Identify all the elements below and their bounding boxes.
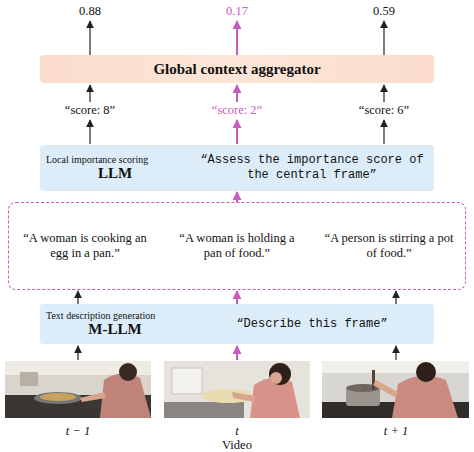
score-text: “score: 2” xyxy=(210,103,264,118)
caption-group: “A woman is cooking an egg in a pan.”“A … xyxy=(8,202,466,290)
aggregator-box: Global context aggregator xyxy=(40,55,434,83)
connector-line xyxy=(395,291,396,304)
score-value: 0.17 xyxy=(224,4,250,19)
connector-line xyxy=(77,291,78,304)
video-frame-3 xyxy=(322,361,469,418)
connector-line xyxy=(236,291,238,304)
prompt-text: “Describe this frame” xyxy=(190,317,434,332)
model-box: Text description generationM-LLM“Describ… xyxy=(40,304,434,344)
score-text: “score: 8” xyxy=(63,103,117,118)
stage-name: Local importance scoring xyxy=(40,154,190,165)
frame-caption: “A woman is cooking an egg in a pan.” xyxy=(9,231,161,261)
frame-index: t − 1 xyxy=(64,424,92,439)
stage-name: Text description generation xyxy=(40,310,190,321)
box-title: Global context aggregator xyxy=(153,61,320,78)
frame-caption: “A person is stirring a pot of food.” xyxy=(313,231,465,261)
model-heading: Text description generationM-LLM xyxy=(40,310,190,338)
model-name: LLM xyxy=(40,165,190,182)
score-value: 0.59 xyxy=(371,4,397,19)
frame-index: t xyxy=(233,424,240,439)
connector xyxy=(78,291,396,304)
axis-label: Video xyxy=(220,438,254,452)
prompt-text: “Assess the importance score of the cent… xyxy=(190,153,434,183)
score-text: “score: 6” xyxy=(357,103,411,118)
frame-index: t + 1 xyxy=(382,424,410,439)
connector xyxy=(237,192,238,202)
frame-caption: “A woman is holding a pan of food.” xyxy=(161,231,313,261)
connector-line xyxy=(236,192,238,202)
video-frame-1 xyxy=(5,361,151,418)
model-heading: Local importance scoringLLM xyxy=(40,154,190,182)
connectors xyxy=(78,192,396,304)
model-box: Local importance scoringLLM“Assess the i… xyxy=(40,145,434,191)
video-frame-2 xyxy=(164,361,310,418)
score-value: 0.88 xyxy=(77,4,103,19)
model-name: M-LLM xyxy=(40,321,190,338)
